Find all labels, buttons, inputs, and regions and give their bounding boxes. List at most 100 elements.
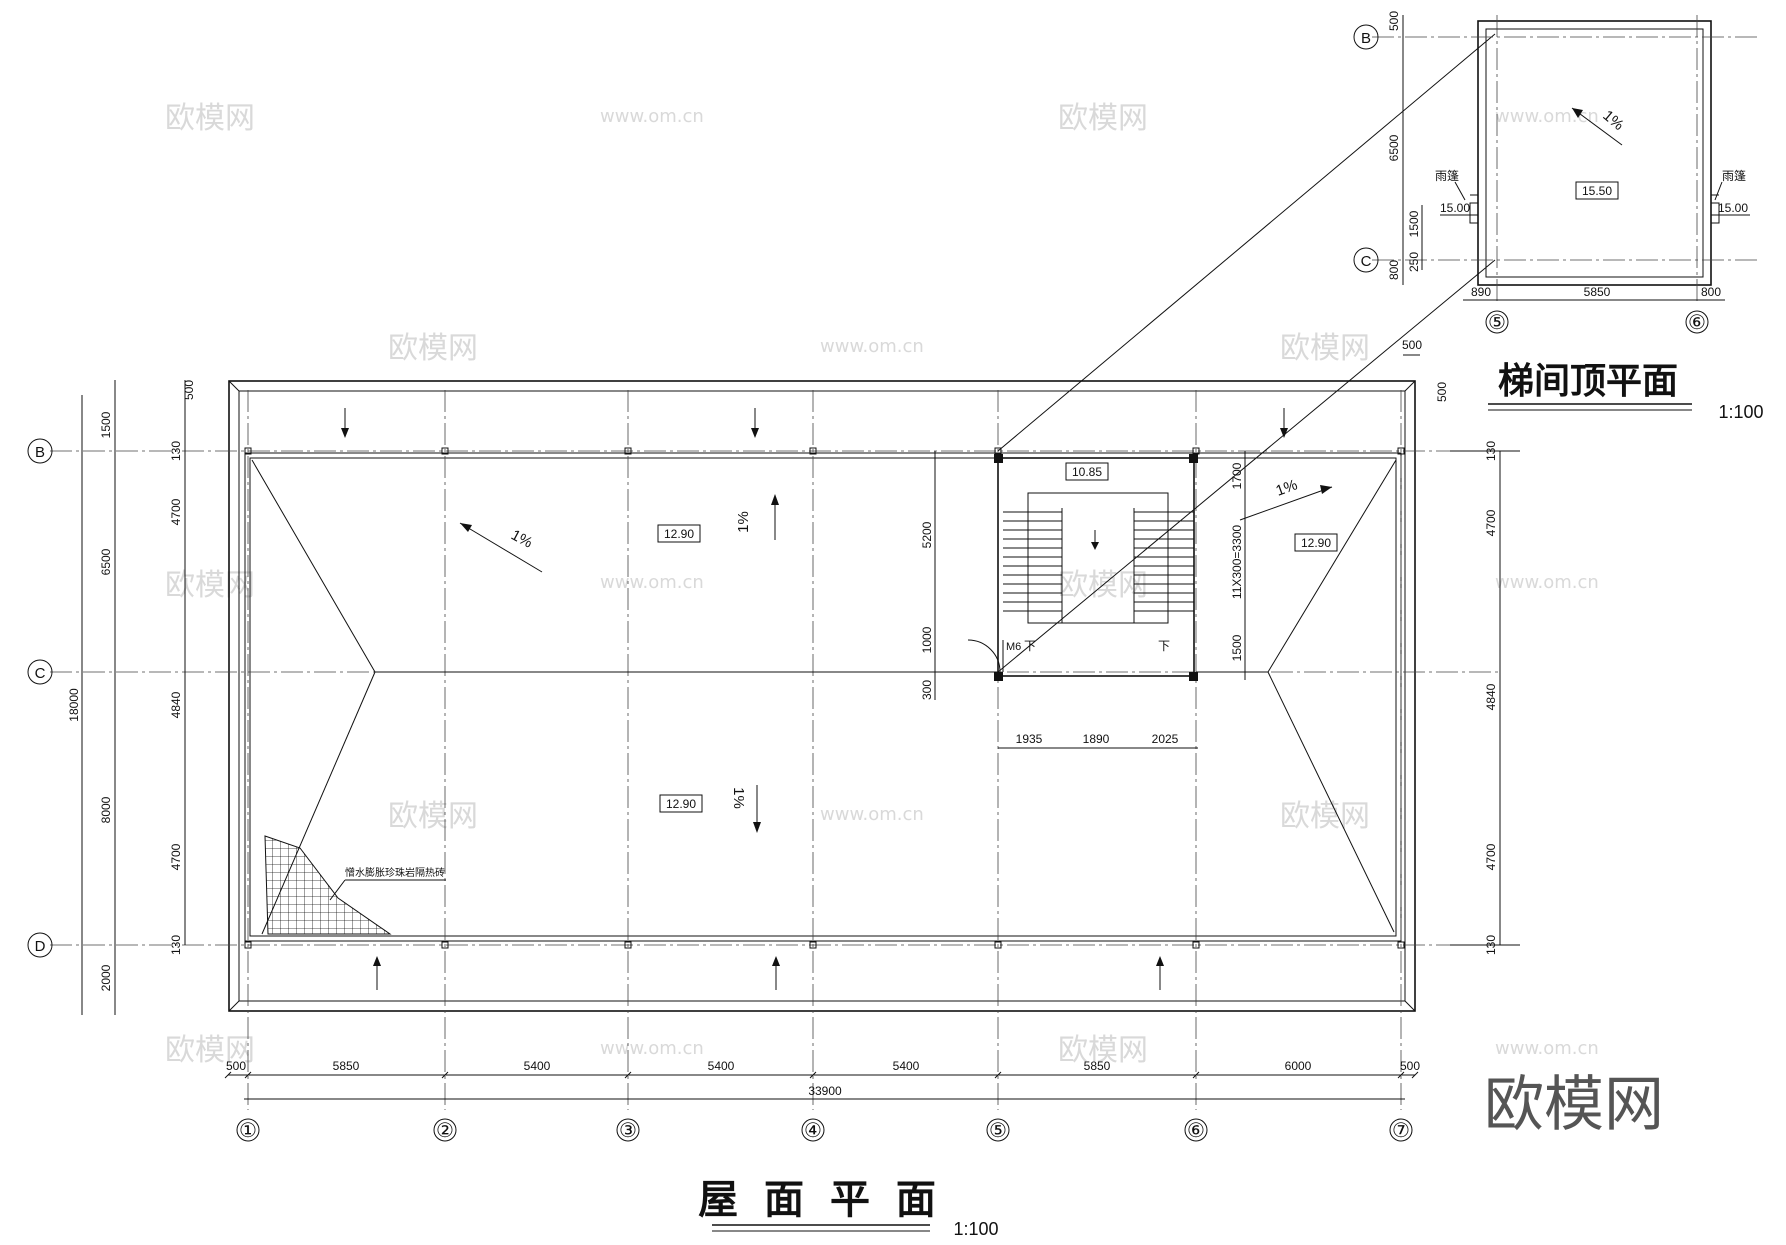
dim-text: 6500	[1387, 134, 1401, 161]
dim-tick	[244, 1071, 252, 1079]
slope-label: 1%	[730, 787, 747, 809]
watermark-url: www.om.cn	[600, 106, 704, 127]
dim-tick	[1411, 1071, 1419, 1079]
dim-text: 130	[1484, 441, 1498, 461]
dim-text: 1935	[1016, 732, 1043, 746]
dim-text: 2000	[99, 964, 113, 991]
dim-text: 6000	[1285, 1059, 1312, 1073]
dim-text: 1890	[1083, 732, 1110, 746]
parapet-post	[624, 447, 632, 455]
parapet-post	[441, 447, 449, 455]
dim-tick	[1397, 1071, 1405, 1079]
canopy-elevation: 15.00	[1440, 201, 1470, 215]
canopy-label: 雨篷	[1722, 168, 1746, 183]
dim-text: 4840	[1484, 683, 1498, 710]
watermark-url: www.om.cn	[1495, 106, 1599, 127]
slope-arrow-icon	[460, 523, 472, 532]
slope-label: 1%	[508, 527, 535, 552]
grid-bubbles-rows: B C D	[27, 438, 53, 958]
dim-text: 4840	[169, 691, 183, 718]
door-label: M6	[1006, 641, 1021, 653]
down-label: 下	[1158, 639, 1170, 653]
total-dim-text: 33900	[808, 1084, 842, 1098]
slope-label: 1%	[735, 511, 752, 533]
grid-label: ⑦	[1392, 1120, 1410, 1142]
elevation-box	[1294, 533, 1338, 552]
parapet-post	[994, 941, 1002, 949]
watermark-url: www.om.cn	[1495, 572, 1599, 593]
dim-text: 130	[169, 935, 183, 955]
dim-text: 500	[1435, 382, 1449, 402]
watermark-url: www.om.cn	[820, 336, 924, 357]
dim-tick	[224, 1071, 232, 1079]
watermark-url: www.om.cn	[600, 1038, 704, 1059]
page-title: 屋 面 平 面	[698, 1177, 942, 1223]
parapet-post	[994, 447, 1002, 455]
detail-title: 梯间顶平面	[1498, 361, 1678, 402]
column-marker	[1189, 454, 1198, 463]
dim-text: 4700	[1484, 843, 1498, 870]
dim-text: 6500	[99, 548, 113, 575]
dim-text: 500	[1387, 11, 1401, 31]
elevation-box	[657, 524, 701, 543]
parapet-post	[809, 941, 817, 949]
dim-text: 18000	[67, 688, 81, 722]
stair-well: 10.85 M6 下 下	[967, 454, 1198, 681]
dim-text: 5850	[1584, 285, 1611, 299]
dim-text: 1500	[1407, 210, 1421, 237]
arrow-up-icon	[771, 494, 779, 505]
watermark-layer: 欧模网 www.om.cn 欧模网 www.om.cn 欧模网 www.om.c…	[165, 101, 1599, 1068]
watermark-url: www.om.cn	[600, 572, 704, 593]
dim-text: 130	[1484, 935, 1498, 955]
parapet-post	[624, 941, 632, 949]
slope-label: 1%	[1274, 476, 1300, 499]
parapet-post	[244, 447, 252, 455]
parapet-post	[1192, 941, 1200, 949]
grid-label: ⑥	[1187, 1120, 1205, 1142]
parapet-post	[441, 941, 449, 949]
parapet-post	[1397, 447, 1405, 455]
dim-text: 800	[1701, 285, 1721, 299]
column-marker	[994, 454, 1003, 463]
dim-text: 500	[226, 1059, 246, 1073]
arrow-down-icon	[1091, 542, 1099, 550]
roof-ridge-lines	[251, 459, 1397, 935]
dim-tick	[624, 1071, 632, 1079]
watermark-logo-text: 欧模网	[388, 799, 478, 834]
arrow-down-icon	[341, 428, 349, 438]
grid-label: ①	[239, 1120, 257, 1142]
dim-tick	[1192, 1071, 1200, 1079]
watermark-logo-text: 欧模网	[1280, 331, 1370, 366]
roof-labels: 12.90 12.90 12.90 1% 1% 1% 1%	[459, 476, 1338, 833]
canopy-elevation: 15.00	[1718, 201, 1748, 215]
dim-tick	[994, 1071, 1002, 1079]
stair-elevation: 10.85	[1072, 465, 1102, 479]
watermark-logo-text: 欧模网	[388, 331, 478, 366]
dim-text: 8000	[99, 796, 113, 823]
grid-label: ⑤	[1488, 312, 1506, 334]
dim-tick	[809, 1071, 817, 1079]
parapet-post	[1192, 447, 1200, 455]
left-dimensions: 18000 1500 6500 8000 2000 500 130 4700 4…	[67, 380, 196, 1015]
parapet-post	[1397, 941, 1405, 949]
watermark-logo-text: 欧模网	[1280, 799, 1370, 834]
dim-text: 1000	[920, 626, 934, 653]
elevation-box	[1575, 181, 1619, 200]
elevation-box	[659, 794, 703, 813]
slope-label: 1%	[1599, 107, 1627, 134]
stair-dimensions: 1935 1890 2025 5200 1000 300 1700 11X300…	[920, 451, 1246, 749]
parapet-posts	[244, 447, 1405, 949]
dim-text: 5200	[920, 521, 934, 548]
grid-label: D	[35, 938, 46, 955]
grid-bubbles-columns: ① ② ③ ④ ⑤ ⑥ ⑦	[236, 1118, 1413, 1142]
watermark-logo-text: 欧模网	[165, 101, 255, 136]
dim-text: 5850	[1084, 1059, 1111, 1073]
grid-label: C	[35, 665, 46, 682]
dim-text: 5850	[333, 1059, 360, 1073]
slope-arrow-icon	[1320, 485, 1332, 494]
insulation-hatch: 憎水膨胀珍珠岩隔热砖	[264, 835, 446, 935]
stair-roof-elevation: 15.50	[1582, 184, 1612, 198]
dim-text: 1500	[1230, 634, 1244, 661]
column-marker	[994, 672, 1003, 681]
